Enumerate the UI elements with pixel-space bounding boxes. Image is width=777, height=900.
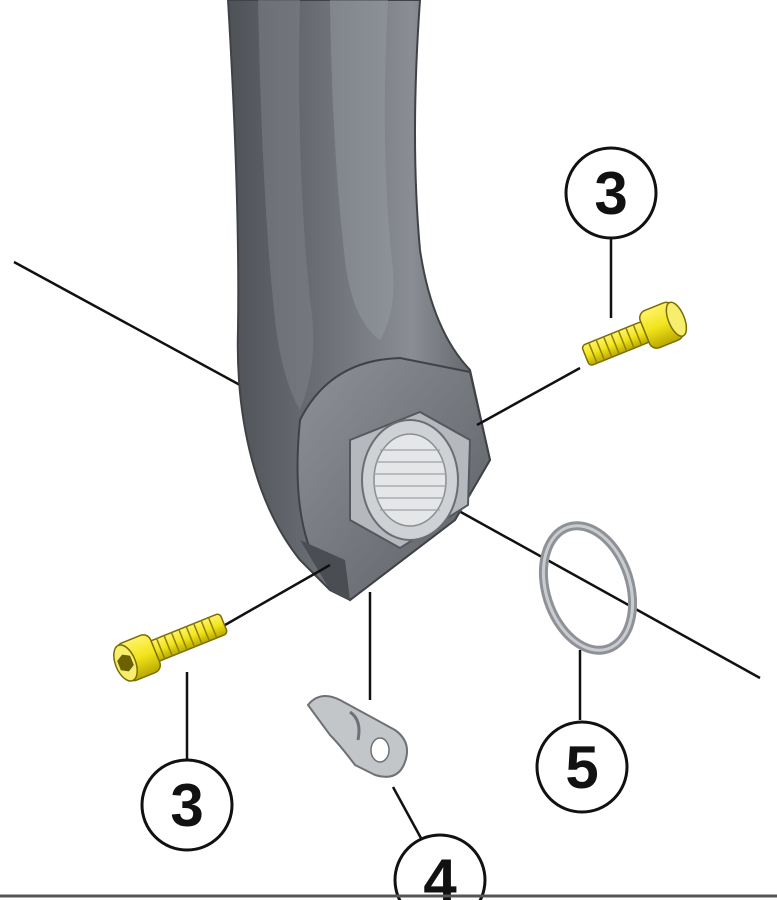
callout-label: 3 [594, 160, 627, 227]
leader-bottom-bolt [224, 563, 331, 627]
leader-top-bolt [476, 366, 581, 427]
spacer-ring [538, 521, 638, 655]
top-bolt [581, 301, 688, 366]
callout-ring: 5 [535, 720, 629, 814]
callout-label: 4 [423, 847, 457, 900]
callout-top-bolt: 3 [564, 146, 658, 240]
callout-plate: 4 [393, 833, 487, 900]
callout-label: 3 [170, 772, 203, 839]
leader-plate-callout [391, 786, 424, 841]
callout-label: 5 [565, 734, 598, 801]
axis-line-upper [13, 260, 241, 387]
callout-bottom-bolt: 3 [140, 758, 234, 852]
bottom-bolt [113, 613, 228, 682]
lock-plate [306, 695, 408, 778]
crank-arm [226, 0, 492, 602]
